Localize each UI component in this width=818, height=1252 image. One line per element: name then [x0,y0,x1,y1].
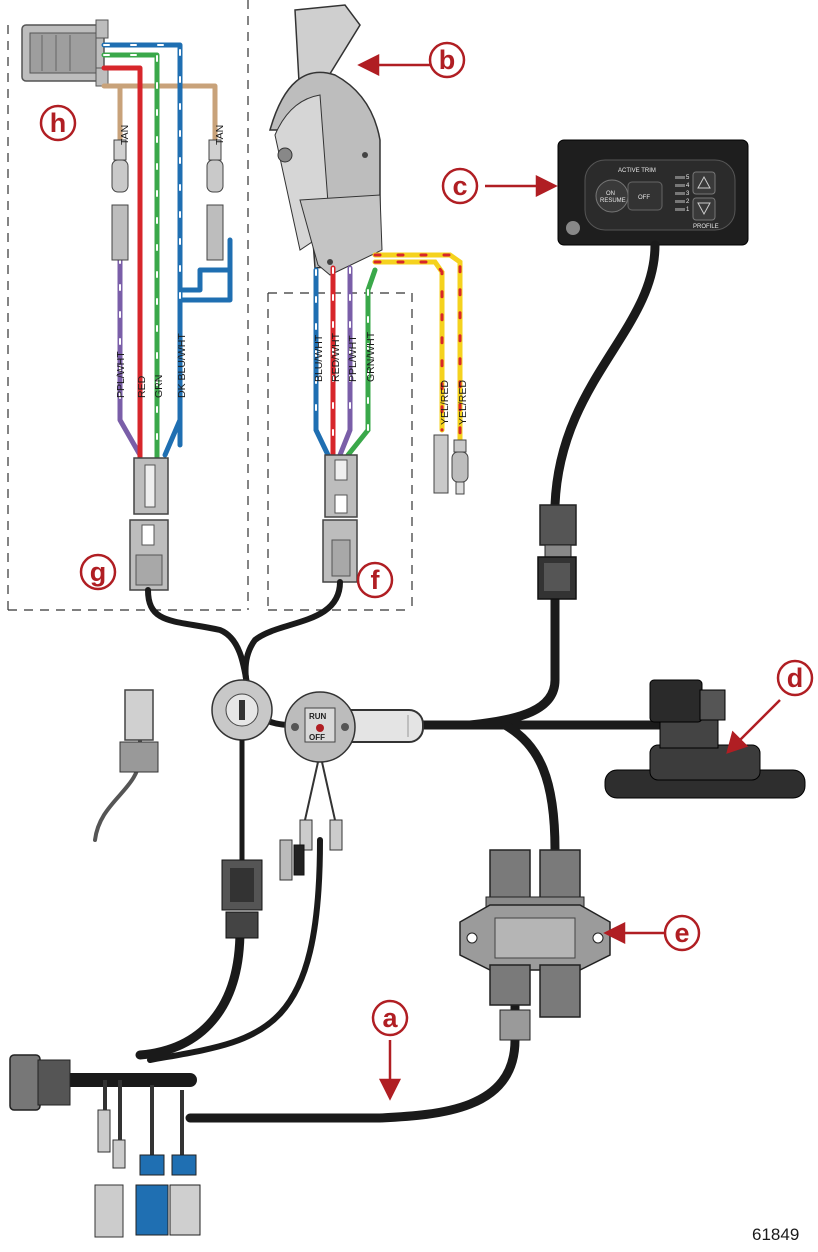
helm-module-d [604,679,806,799]
trim-off-label: OFF [638,195,650,201]
callout-circle-d [776,659,814,697]
trim-on-label: ON [606,191,615,197]
trim-level-1: 1 [686,207,690,213]
label-yel-red-2: YEL/RED [457,380,469,425]
brand-logo-icon [566,221,580,235]
trim-profile-label: PROFILE [693,224,719,230]
label-yel-red-1: YEL/RED [439,380,451,425]
label-tan-right: TAN [214,125,226,145]
label-blu-wht: BLU/WHT [313,334,325,382]
callout-b: b [439,45,456,75]
main-harness-plug [9,1054,71,1111]
run-label: RUN [309,712,327,721]
yellow-bullet-connectors [433,434,469,495]
label-red-wht: RED/WHT [330,332,342,382]
label-ppl-wht: PPL/WHT [115,351,127,398]
harness-cables [63,240,665,1123]
tan-bullet-connectors [111,139,224,261]
active-trim-panel-c: ACTIVE TRIM ON RESUME OFF 5 4 3 2 1 PROF… [557,139,749,246]
callout-circle-c [441,167,479,205]
callout-e: e [674,918,689,948]
throttle-wires [313,252,463,458]
key-slot-icon [239,700,245,720]
junction-box-e [459,849,611,1041]
aux-connector-top [119,689,159,773]
connector-h [21,19,109,87]
callout-circle-f [356,561,394,599]
trim-level-2: 2 [686,199,690,205]
callout-circle-b [428,41,466,79]
callout-h: h [50,108,67,138]
trim-title: ACTIVE TRIM [618,168,656,174]
callout-a: a [382,1003,398,1033]
trim-level-3: 3 [686,191,690,197]
lanyard-stop-switch: RUN OFF [279,691,356,881]
trim-inline-connector [537,504,577,600]
trim-level-5: 5 [686,175,690,181]
connector-g [129,457,169,591]
callout-circle-a [371,999,409,1037]
label-dk-blu-wht: DK BLU/WHT [176,333,188,398]
connector-f [322,454,358,583]
off-label: OFF [309,733,325,742]
callout-g: g [90,557,107,587]
label-ppl-wht-center: PPL/WHT [347,335,359,382]
dashed-boundaries [7,0,413,611]
trim-level-4: 4 [686,183,690,189]
label-grn: GRN [153,375,165,398]
callout-circle-g [79,553,117,591]
throttle-control-b [269,4,383,276]
bottom-connectors [94,1080,201,1238]
callout-circles [39,41,814,1037]
label-red: RED [136,375,148,398]
callout-arrows [357,53,781,1101]
callout-circle-e [663,914,701,952]
left-wire-group [101,42,233,463]
label-grn-wht: GRN/WHT [365,331,377,382]
callout-f: f [371,565,381,595]
trim-up-icon [697,175,711,189]
trim-resume-label: RESUME [600,198,626,204]
callout-letters: b c d e a f g h [50,45,804,1033]
trim-level-indicators: 5 4 3 2 1 [675,175,690,213]
callout-circle-h [39,104,77,142]
center-wire-labels: BLU/WHT RED/WHT PPL/WHT GRN/WHT YEL/RED … [313,331,469,425]
key-switch [211,679,273,939]
trim-down-icon [697,202,711,216]
callout-c: c [452,171,467,201]
left-wire-labels: TAN TAN PPL/WHT RED GRN DK BLU/WHT [115,125,226,398]
figure-number: 61849 [752,1225,799,1244]
label-tan-left: TAN [119,125,131,145]
callout-d: d [787,663,804,693]
